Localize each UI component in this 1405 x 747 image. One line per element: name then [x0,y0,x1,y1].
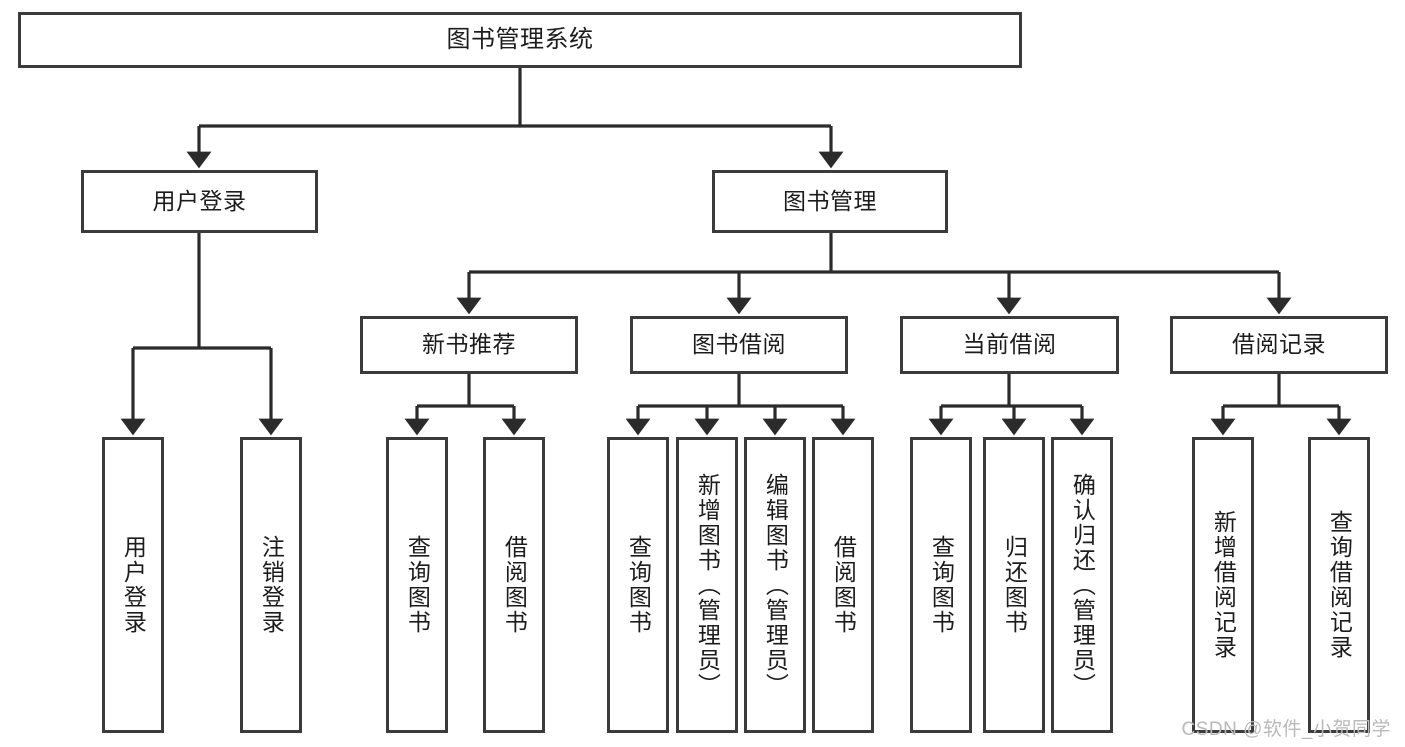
node-leaf-logout[interactable]: 注销登录 [240,437,302,733]
node-label: 借阅图书 [830,535,857,635]
node-book-manage[interactable]: 图书管理 [712,170,948,233]
node-leaf-add-book[interactable]: 新增图书（管理员） [676,437,738,733]
node-current-borrow[interactable]: 当前借阅 [900,316,1119,374]
node-label: 查询借阅记录 [1326,510,1353,660]
node-leaf-return-book[interactable]: 归还图书 [983,437,1045,733]
node-label: 用户登录 [120,535,147,635]
node-leaf-query-record[interactable]: 查询借阅记录 [1308,437,1370,733]
node-label: 新增借阅记录 [1210,510,1237,660]
node-leaf-confirm-return[interactable]: 确认归还（管理员） [1051,437,1113,733]
node-label: 图书管理 [783,187,877,214]
node-leaf-query-book-2[interactable]: 查询图书 [607,437,669,733]
node-label: 归还图书 [1001,535,1028,635]
node-label: 借阅记录 [1232,331,1326,358]
node-label: 查询图书 [404,535,431,635]
node-leaf-query-book-1[interactable]: 查询图书 [386,437,448,733]
node-label: 借阅图书 [501,535,528,635]
node-label: 当前借阅 [962,331,1057,358]
node-new-book-rec[interactable]: 新书推荐 [360,316,578,374]
node-borrow-record[interactable]: 借阅记录 [1170,316,1388,374]
node-root-system[interactable]: 图书管理系统 [18,12,1022,68]
node-user-login[interactable]: 用户登录 [81,170,318,233]
node-label: 新增图书（管理员） [694,472,721,698]
node-leaf-add-record[interactable]: 新增借阅记录 [1192,437,1254,733]
node-label: 查询图书 [625,535,652,635]
node-label: 注销登录 [258,535,285,635]
node-leaf-borrow-book-1[interactable]: 借阅图书 [483,437,545,733]
node-book-borrow[interactable]: 图书借阅 [630,316,848,374]
node-label: 编辑图书（管理员） [762,472,789,698]
node-leaf-user-login[interactable]: 用户登录 [102,437,164,733]
node-label: 图书借阅 [692,331,786,358]
node-label: 确认归还（管理员） [1069,472,1096,698]
node-leaf-query-book-3[interactable]: 查询图书 [910,437,972,733]
node-label: 新书推荐 [422,331,516,358]
csdn-watermark: CSDN @软件_小贺同学 [1181,719,1391,740]
node-leaf-borrow-book-2[interactable]: 借阅图书 [812,437,874,733]
node-leaf-edit-book[interactable]: 编辑图书（管理员） [744,437,806,733]
node-label: 用户登录 [152,187,247,214]
node-label: 查询图书 [928,535,955,635]
node-label: 图书管理系统 [446,25,594,53]
